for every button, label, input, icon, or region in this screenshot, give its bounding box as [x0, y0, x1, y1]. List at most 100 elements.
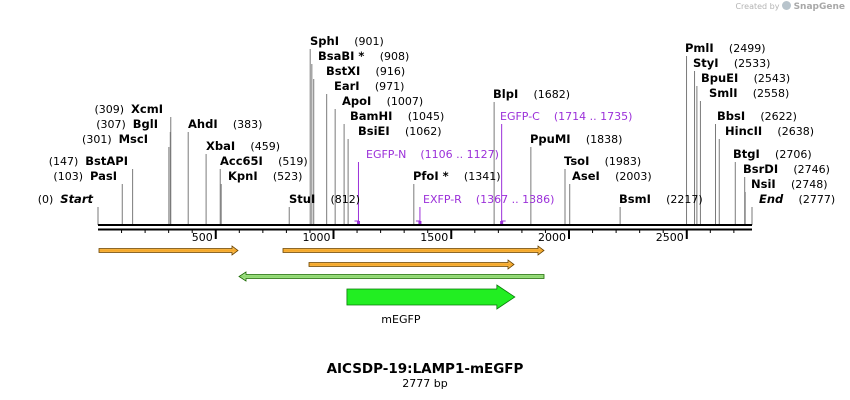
- enzyme-pos-bamhi: (1045): [408, 110, 445, 123]
- enzyme-pos-nsii: (2748): [791, 178, 828, 191]
- enzyme-pos-stui: (812): [331, 193, 361, 206]
- enzyme-label-xbai[interactable]: XbaI (459): [206, 135, 280, 154]
- enzyme-pos-ppumi: (1838): [586, 133, 623, 146]
- enzyme-pos-end: (2777): [799, 193, 836, 206]
- enzyme-label-eari[interactable]: EarI (971): [334, 75, 404, 94]
- scale-tick-label-1000: 1000: [303, 231, 331, 244]
- enzyme-pos-start: (0): [38, 193, 61, 206]
- enzyme-pos-acc65i: (519): [278, 155, 308, 168]
- enzyme-label-smli[interactable]: SmlI (2558): [709, 82, 789, 101]
- enzyme-name-ppumi: PpuMI: [530, 132, 571, 146]
- primer-name-egfp-n: EGFP-N: [366, 148, 420, 161]
- enzyme-name-pfoi: PfoI *: [413, 169, 449, 183]
- enzyme-label-bstxi[interactable]: BstXI (916): [326, 60, 405, 79]
- scale-tick-label-2500: 2500: [656, 231, 684, 244]
- enzyme-label-msci[interactable]: (301) MscI: [82, 132, 148, 146]
- enzyme-name-eari: EarI: [334, 79, 360, 93]
- enzyme-name-acc65i: Acc65I: [220, 154, 263, 168]
- primer-name-egfp-c: EGFP-C: [500, 110, 554, 123]
- enzyme-label-start[interactable]: (0) Start: [38, 192, 94, 206]
- primer-range-egfp-n: (1106 .. 1127): [420, 148, 499, 161]
- primer-name-exfp-r: EXFP-R: [423, 193, 476, 206]
- enzyme-label-xcmi[interactable]: (309) XcmI: [94, 102, 163, 116]
- enzyme-pos-asei: (2003): [615, 170, 652, 183]
- enzyme-name-pasi: PasI: [90, 169, 117, 183]
- enzyme-name-bgli: BglI: [133, 117, 158, 131]
- primer-site-egfp-n[interactable]: [356, 221, 360, 224]
- enzyme-pos-bpuei: (2543): [754, 72, 791, 85]
- enzyme-name-blpi: BlpI: [493, 87, 518, 101]
- enzyme-pos-styi: (2533): [734, 57, 771, 70]
- enzyme-name-smli: SmlI: [709, 86, 738, 100]
- enzyme-name-hincii: HincII: [725, 124, 762, 138]
- snapgene-logo-icon: [782, 1, 792, 10]
- enzyme-name-start: Start: [60, 192, 93, 206]
- enzyme-label-nsii[interactable]: NsiI (2748): [751, 173, 828, 192]
- enzyme-name-bpuei: BpuEI: [701, 71, 738, 85]
- primer-label-egfp-c[interactable]: EGFP-C (1714 .. 1735): [500, 110, 632, 123]
- enzyme-pos-bsiei: (1062): [405, 125, 442, 138]
- enzyme-label-asei[interactable]: AseI (2003): [572, 165, 652, 184]
- enzyme-label-bpuei[interactable]: BpuEI (2543): [701, 67, 790, 86]
- snapgene-credit: Created by SnapGene: [735, 1, 845, 12]
- scale-tick-label-2000: 2000: [538, 231, 566, 244]
- enzyme-label-bamhi[interactable]: BamHI (1045): [350, 105, 444, 124]
- enzyme-label-bsrdi[interactable]: BsrDI (2746): [743, 158, 830, 177]
- enzyme-pos-btgi: (2706): [775, 148, 812, 161]
- enzyme-labels: (0) Start (103) PasI(147) BstAPI (301) Msc…: [38, 30, 835, 207]
- enzyme-name-msci: MscI: [119, 132, 148, 146]
- enzyme-label-bsmi[interactable]: BsmI (2217): [619, 188, 703, 207]
- feature-track: mEGFP: [346, 284, 516, 326]
- enzyme-name-stui: StuI: [289, 192, 315, 206]
- enzyme-name-bstxi: BstXI: [326, 64, 360, 78]
- enzyme-label-pfoi[interactable]: PfoI * (1341): [413, 165, 500, 184]
- enzyme-pos-bstxi: (916): [376, 65, 406, 78]
- mEGFP-feature-arrow[interactable]: [346, 284, 516, 310]
- primer-label-exfp-r[interactable]: EXFP-R (1367 .. 1386): [423, 193, 554, 206]
- enzyme-label-ahdi[interactable]: AhdI (383): [188, 113, 262, 132]
- enzyme-pos-bsrdi: (2746): [793, 163, 830, 176]
- enzyme-label-apoi[interactable]: ApoI (1007): [342, 90, 423, 109]
- enzyme-pos-ahdi: (383): [233, 118, 263, 131]
- orf-arrow-1: [98, 245, 239, 256]
- enzyme-label-acc65i[interactable]: Acc65I (519): [220, 150, 308, 169]
- enzyme-label-tsoi[interactable]: TsoI (1983): [564, 150, 641, 169]
- primer-site-egfp-c[interactable]: [500, 221, 504, 224]
- primer-site-exfp-r[interactable]: [418, 221, 422, 224]
- enzyme-pos-tsoi: (1983): [605, 155, 642, 168]
- enzyme-name-bamhi: BamHI: [350, 109, 392, 123]
- enzyme-label-btgi[interactable]: BtgI (2706): [733, 143, 812, 162]
- enzyme-name-ahdi: AhdI: [188, 117, 218, 131]
- enzyme-label-blpi[interactable]: BlpI (1682): [493, 83, 570, 102]
- enzyme-label-kpni[interactable]: KpnI (523): [228, 165, 302, 184]
- enzyme-pos-bsabi: (908): [380, 50, 410, 63]
- enzyme-label-styi[interactable]: StyI (2533): [693, 52, 770, 71]
- primer-label-egfp-n[interactable]: EGFP-N (1106 .. 1127): [366, 148, 499, 161]
- enzyme-label-ppumi[interactable]: PpuMI (1838): [530, 128, 622, 147]
- enzyme-label-bsabi[interactable]: BsaBI * (908): [318, 45, 409, 64]
- enzyme-pos-blpi: (1682): [533, 88, 570, 101]
- enzyme-name-apoi: ApoI: [342, 94, 371, 108]
- enzyme-label-bsiei[interactable]: BsiEI (1062): [358, 120, 442, 139]
- enzyme-name-bsrdi: BsrDI: [743, 162, 778, 176]
- enzyme-label-bgli[interactable]: (307) BglI: [96, 117, 158, 131]
- enzyme-label-pmli[interactable]: PmlI (2499): [685, 37, 765, 56]
- enzyme-pos-hincii: (2638): [777, 125, 814, 138]
- enzyme-name-sphi: SphI: [310, 34, 339, 48]
- enzyme-pos-xcmi: (309): [94, 103, 131, 116]
- enzyme-label-sphi[interactable]: SphI (901): [310, 30, 384, 49]
- enzyme-pos-bbsi: (2622): [760, 110, 797, 123]
- credit-prefix: Created by: [735, 2, 780, 11]
- enzyme-label-bbsi[interactable]: BbsI (2622): [717, 105, 797, 124]
- enzyme-label-bstapi[interactable]: (147) BstAPI: [49, 154, 128, 168]
- enzyme-label-hincii[interactable]: HincII (2638): [725, 120, 814, 139]
- enzyme-label-end[interactable]: End (2777): [759, 188, 835, 207]
- enzyme-name-xbai: XbaI: [206, 139, 235, 153]
- enzyme-label-pasi[interactable]: (103) PasI: [53, 169, 117, 183]
- enzyme-label-stui[interactable]: StuI (812): [289, 188, 360, 207]
- enzyme-pos-pfoi: (1341): [464, 170, 501, 183]
- enzyme-pos-apoi: (1007): [387, 95, 424, 108]
- scale-tick-label-1500: 1500: [420, 231, 448, 244]
- enzyme-name-nsii: NsiI: [751, 177, 776, 191]
- plasmid-length: 2777 bp: [402, 377, 448, 390]
